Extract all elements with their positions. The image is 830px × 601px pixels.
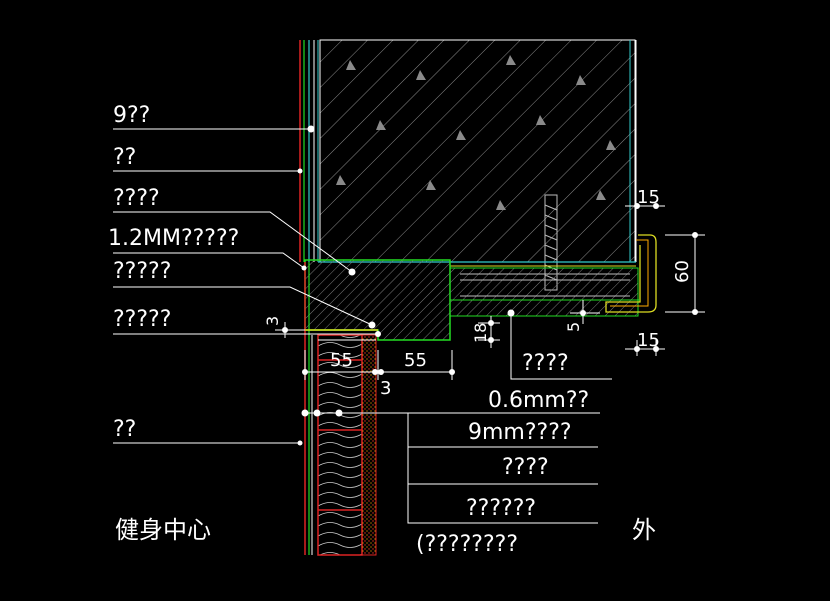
metal-trim <box>450 234 657 313</box>
label-right-3: 9mm???? <box>468 420 572 445</box>
label-layer-5: ????? <box>113 259 171 284</box>
dim-15-top: 15 <box>637 187 660 208</box>
label-layer-4: 1.2MM????? <box>108 226 239 251</box>
dim-3-left: 3 <box>263 316 282 326</box>
label-right-2: 0.6mm?? <box>488 388 589 413</box>
label-layer-7: ?? <box>113 417 136 442</box>
label-right-1: ???? <box>522 351 569 376</box>
wall-layers <box>299 40 637 262</box>
dim-55-a: 55 <box>330 350 353 371</box>
dim-5: 5 <box>564 322 583 332</box>
leader-lines-left <box>113 128 378 444</box>
dim-3-bottom: 3 <box>380 378 391 399</box>
label-layer-3: ???? <box>113 186 160 211</box>
leader-dots <box>297 125 381 446</box>
leader-lines-right <box>305 313 612 524</box>
room-label-inside: 健身中心 <box>115 516 211 544</box>
filler-block <box>449 267 639 317</box>
dimension-ticks <box>282 203 698 375</box>
concrete-column <box>319 39 636 263</box>
dim-55-b: 55 <box>404 350 427 371</box>
wood-threshold-block <box>304 259 451 341</box>
label-right-4: ???? <box>502 455 549 480</box>
label-finish-layer: 9?? <box>113 103 150 128</box>
label-layer-6: ????? <box>113 307 171 332</box>
label-right-6: (???????? <box>416 532 518 557</box>
room-label-outside: 外 <box>632 516 656 544</box>
dim-15-bottom: 15 <box>637 330 660 351</box>
label-layer-2: ?? <box>113 145 136 170</box>
leader-dots-right <box>301 309 515 417</box>
dim-18: 18 <box>471 323 490 343</box>
dim-60: 60 <box>672 260 693 283</box>
label-right-5: ?????? <box>466 496 536 521</box>
